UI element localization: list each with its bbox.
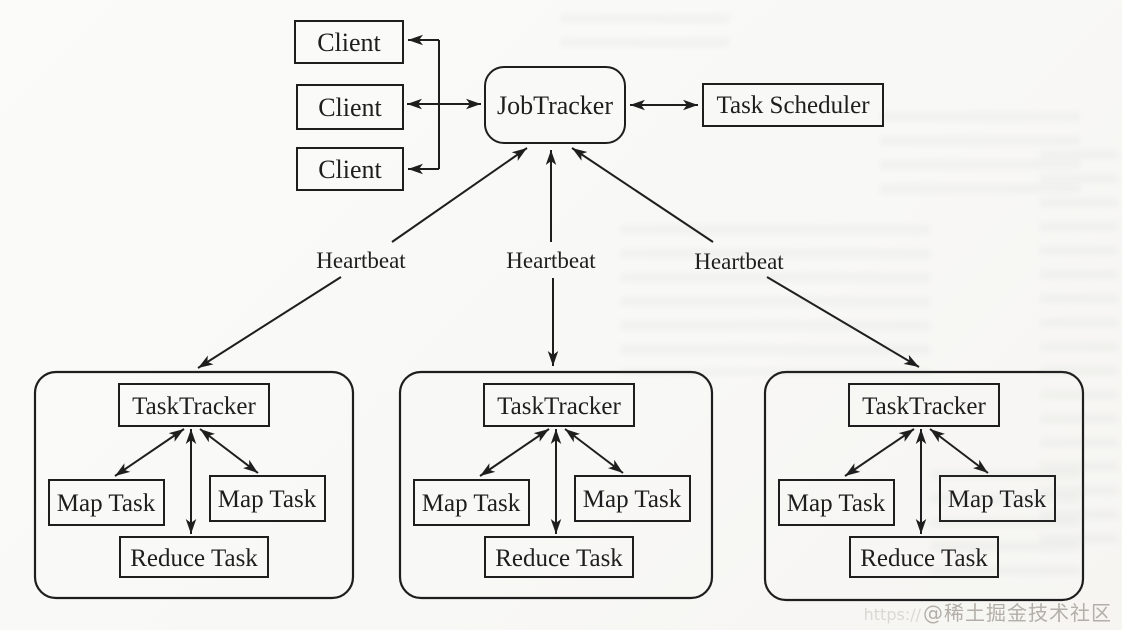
map-task-right-box xyxy=(209,475,326,522)
heartbeat3-arrow-lower xyxy=(766,276,920,368)
heartbeat-label-3: Heartbeat xyxy=(694,249,784,274)
map-task-left-box xyxy=(413,479,530,526)
heartbeat-label-1: Heartbeat xyxy=(316,248,406,273)
reduce-task-box xyxy=(119,536,269,578)
task-scheduler-node xyxy=(702,83,884,127)
heartbeat1-arrow-lower xyxy=(197,276,342,369)
jobtracker-label: JobTracker xyxy=(497,91,613,120)
tasktracker-label: TaskTracker xyxy=(132,393,256,420)
client-box xyxy=(294,20,404,64)
map-task-left-label: Map Task xyxy=(57,490,156,517)
worker-container xyxy=(763,370,1085,602)
map-task-right-label: Map Task xyxy=(218,486,317,513)
map-task-left-box xyxy=(778,479,895,526)
reduce-task-label: Reduce Task xyxy=(860,545,988,572)
tasktracker-mapright-arrow xyxy=(929,428,989,474)
heartbeat3-arrow-upper xyxy=(571,147,714,243)
task-scheduler-box xyxy=(702,83,884,127)
map-task-right-box xyxy=(574,475,691,522)
tasktracker-box xyxy=(848,383,1000,427)
map-task-right-label: Map Task xyxy=(948,486,1047,513)
client-node-1 xyxy=(294,20,404,64)
map-task-left-label: Map Task xyxy=(422,490,521,517)
worker-container xyxy=(33,370,355,600)
tasktracker-mapright-arrow xyxy=(199,428,259,474)
tasktracker-label: TaskTracker xyxy=(497,393,621,420)
client-label: Client xyxy=(317,28,381,57)
reduce-task-box xyxy=(849,536,999,578)
worker-group-2 xyxy=(398,370,714,600)
watermark: https://@稀土掘金技术社区 xyxy=(864,597,1112,626)
client-box xyxy=(296,84,404,130)
worker-container xyxy=(398,370,714,600)
tasktracker-box xyxy=(483,383,635,427)
tasktracker-mapleft-arrow xyxy=(114,428,185,477)
map-task-right-label: Map Task xyxy=(583,486,682,513)
map-task-left-box xyxy=(48,479,165,526)
jobtracker-box xyxy=(484,66,626,144)
client-label: Client xyxy=(318,93,382,122)
worker-group-3 xyxy=(763,370,1085,602)
tasktracker-mapleft-arrow xyxy=(844,428,915,477)
map-task-right-box xyxy=(939,475,1056,522)
worker-group-1 xyxy=(33,370,355,600)
heartbeat-label-2: Heartbeat xyxy=(506,248,596,273)
tasktracker-mapright-arrow xyxy=(564,428,624,474)
reduce-task-label: Reduce Task xyxy=(130,545,258,572)
map-task-left-label: Map Task xyxy=(787,490,886,517)
client-node-2 xyxy=(296,84,404,130)
task-scheduler-label: Task Scheduler xyxy=(716,92,870,119)
client-node-3 xyxy=(296,147,404,191)
watermark-text: @稀土掘金技术社区 xyxy=(923,601,1112,625)
client-label: Client xyxy=(318,155,382,184)
reduce-task-label: Reduce Task xyxy=(495,545,623,572)
reduce-task-box xyxy=(484,536,634,578)
watermark-url-prefix: https:// xyxy=(863,605,921,624)
client-box xyxy=(296,147,404,191)
heartbeat1-arrow-upper xyxy=(391,147,528,243)
tasktracker-box xyxy=(118,383,270,427)
jobtracker-node xyxy=(484,66,626,144)
tasktracker-mapleft-arrow xyxy=(479,428,550,477)
tasktracker-label: TaskTracker xyxy=(862,393,986,420)
